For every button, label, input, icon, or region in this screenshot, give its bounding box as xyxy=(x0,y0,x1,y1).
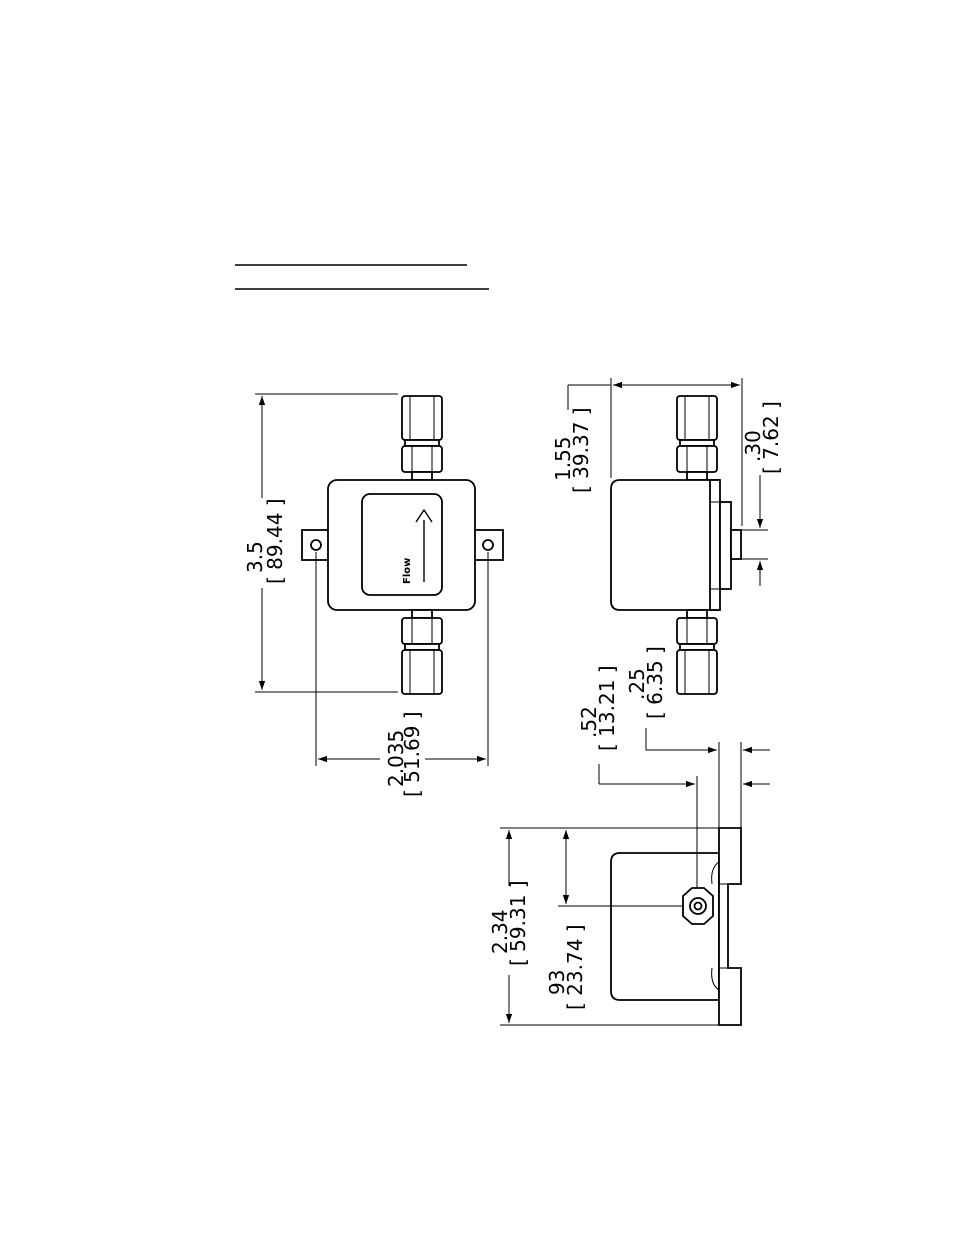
dim-port-center-mm: [ 23.74 ] xyxy=(563,924,587,1010)
front-view: Flow xyxy=(255,394,503,766)
dim-offset-a-mm: [ 13.21 ] xyxy=(595,665,619,751)
dim-offset-b-mm: [ 6.35 ] xyxy=(643,646,667,719)
bottom-view xyxy=(500,728,770,1025)
dim-depth-side-mm: [ 39.37 ] xyxy=(569,407,593,493)
dim-height-bottom-mm: [ 59.31 ] xyxy=(506,880,530,966)
dim-height-front-mm: [ 89.44 ] xyxy=(263,498,287,584)
side-view xyxy=(568,378,768,694)
flow-label: Flow xyxy=(402,558,413,584)
dim-tab-side-mm: [ 7.62 ] xyxy=(759,401,783,474)
dim-width-front-mm: [ 51.69 ] xyxy=(400,711,424,797)
bottom-body xyxy=(611,853,719,1000)
side-body xyxy=(611,480,719,610)
